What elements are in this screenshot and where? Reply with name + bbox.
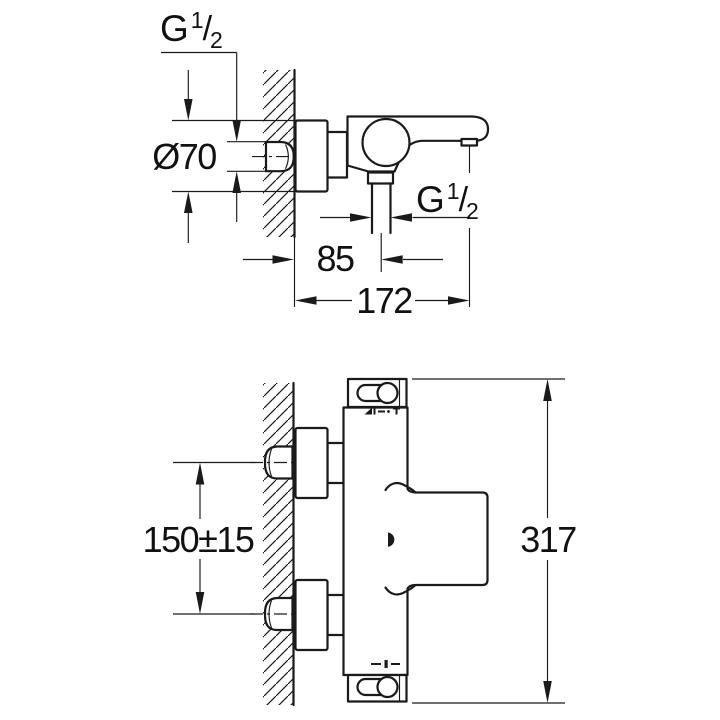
thread-label-denominator: 2 [466, 198, 479, 224]
lower-escutcheon [294, 578, 329, 652]
outlet-collar-nut [366, 171, 395, 185]
thread-label-slash: / [458, 181, 469, 219]
upper-connector [326, 441, 345, 485]
lower-connector [326, 593, 345, 637]
thermostat-body [342, 406, 489, 677]
dim-label-wall-to-spout-end: 172 [356, 280, 413, 321]
thread-label-prefix: G [160, 8, 189, 49]
spout-aerator [460, 137, 479, 147]
upper-escutcheon [294, 426, 329, 500]
thread-label-denominator: 2 [210, 27, 223, 53]
top-view-drawing [161, 51, 490, 307]
escutcheon [294, 119, 329, 193]
temperature-handle [346, 673, 408, 703]
diverter-handle [346, 377, 408, 409]
bottom-view-drawing [173, 377, 565, 707]
bottom-view-dimensions [173, 378, 565, 704]
dim-label-wall-to-outlet: 85 [316, 238, 355, 279]
thread-label-numerator: 1 [190, 7, 204, 33]
outlet-pipe [370, 182, 392, 235]
lower-fillet-curve [384, 583, 417, 596]
thread-label-numerator: 1 [446, 178, 460, 204]
safety-stop-button [388, 532, 395, 547]
dim-label-inlet-spacing: 150±15 [142, 519, 255, 560]
mixer-body-spout [346, 115, 490, 272]
thread-label-prefix: G [416, 179, 445, 220]
connector-pipe [325, 130, 349, 179]
temperature-markings [371, 660, 400, 668]
valve-cartridge-circle [361, 117, 411, 168]
diverter-markings [364, 407, 400, 415]
upper-fillet-curve [384, 481, 417, 494]
wall-hatch [263, 383, 293, 705]
thread-label-slash: / [202, 10, 213, 48]
top-view-dimensions [161, 51, 471, 307]
dim-label-escutcheon-diameter: Ø70 [152, 136, 217, 177]
dim-label-overall-height: 317 [520, 519, 577, 560]
